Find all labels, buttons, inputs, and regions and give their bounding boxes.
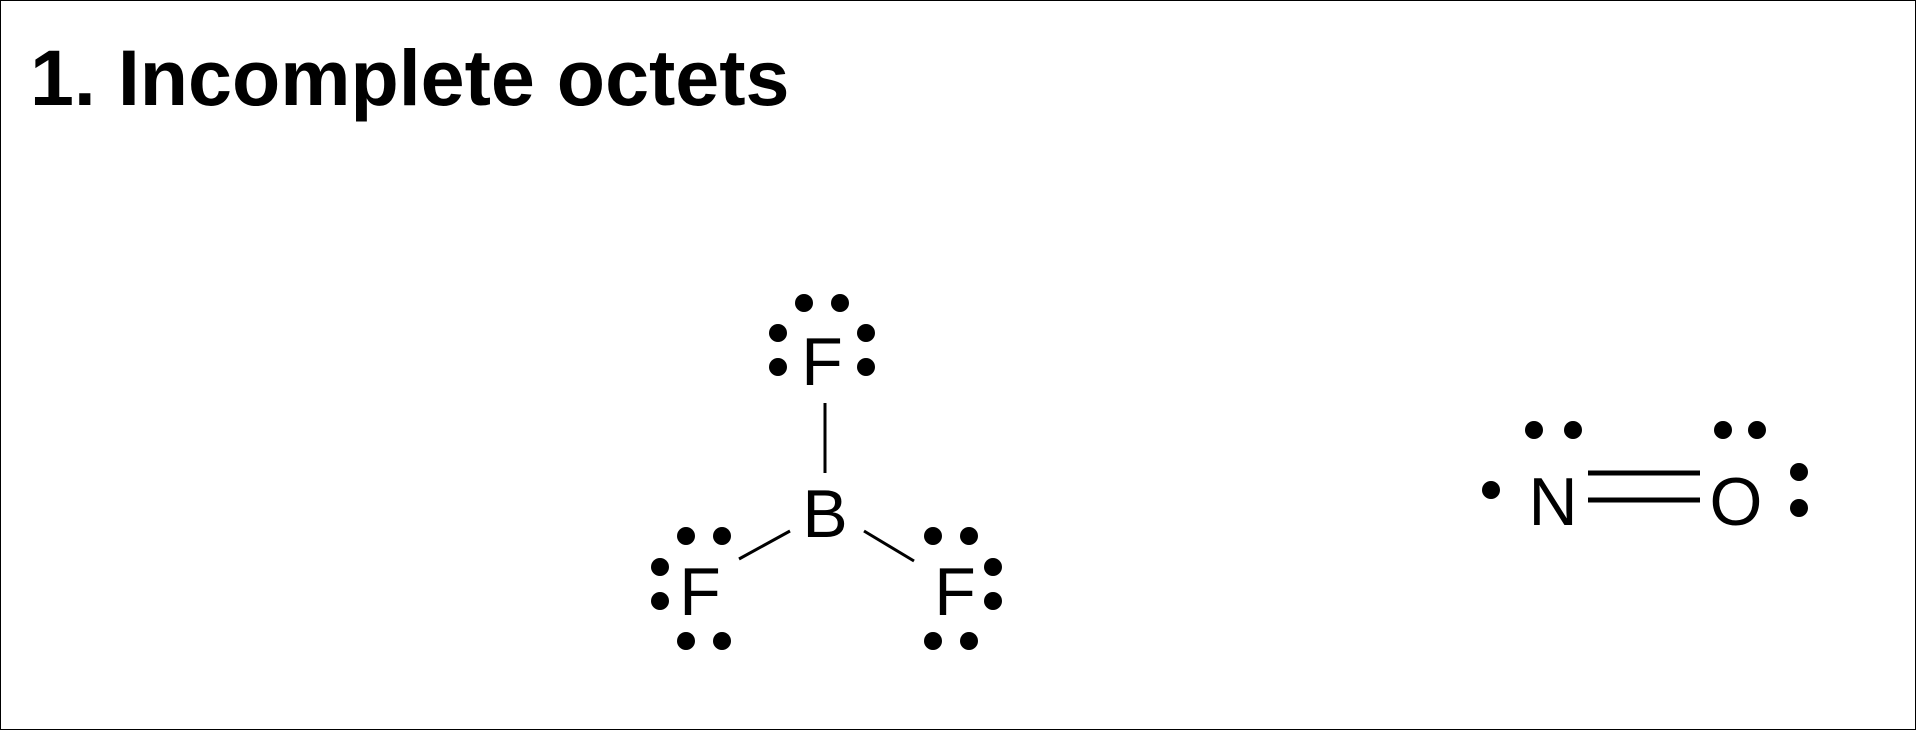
double-bond-n-o — [1588, 470, 1700, 503]
atom-f-right: F — [934, 554, 976, 630]
lone-pair-f-top-right — [857, 324, 875, 376]
lone-pair-f-right-below — [924, 632, 978, 650]
no-structure: N O — [1482, 421, 1808, 540]
lone-pair-f-right-right — [984, 558, 1002, 610]
lone-pair-o-above — [1714, 421, 1766, 439]
atom-o: O — [1710, 464, 1763, 540]
lone-pair-n-above — [1525, 421, 1582, 439]
lone-pair-f-left-below — [677, 632, 731, 650]
lone-pair-o-right — [1790, 463, 1808, 517]
lone-pair-f-top-above — [795, 294, 849, 312]
lone-pair-f-left-above — [677, 527, 731, 545]
bond-b-f-left — [738, 529, 791, 561]
atom-f-top: F — [801, 324, 843, 400]
unpaired-electron-n — [1482, 481, 1500, 499]
lone-pair-f-left-left — [651, 558, 669, 610]
atom-f-left: F — [679, 554, 721, 630]
atom-n: N — [1528, 464, 1577, 540]
lone-pair-f-top-left — [769, 324, 787, 376]
atom-b: B — [802, 476, 847, 552]
slide-title: 1. Incomplete octets — [30, 33, 790, 122]
bond-b-f-right — [863, 529, 915, 563]
lone-pair-f-right-above — [924, 527, 978, 545]
bf3-structure: B F F F — [651, 294, 1002, 650]
